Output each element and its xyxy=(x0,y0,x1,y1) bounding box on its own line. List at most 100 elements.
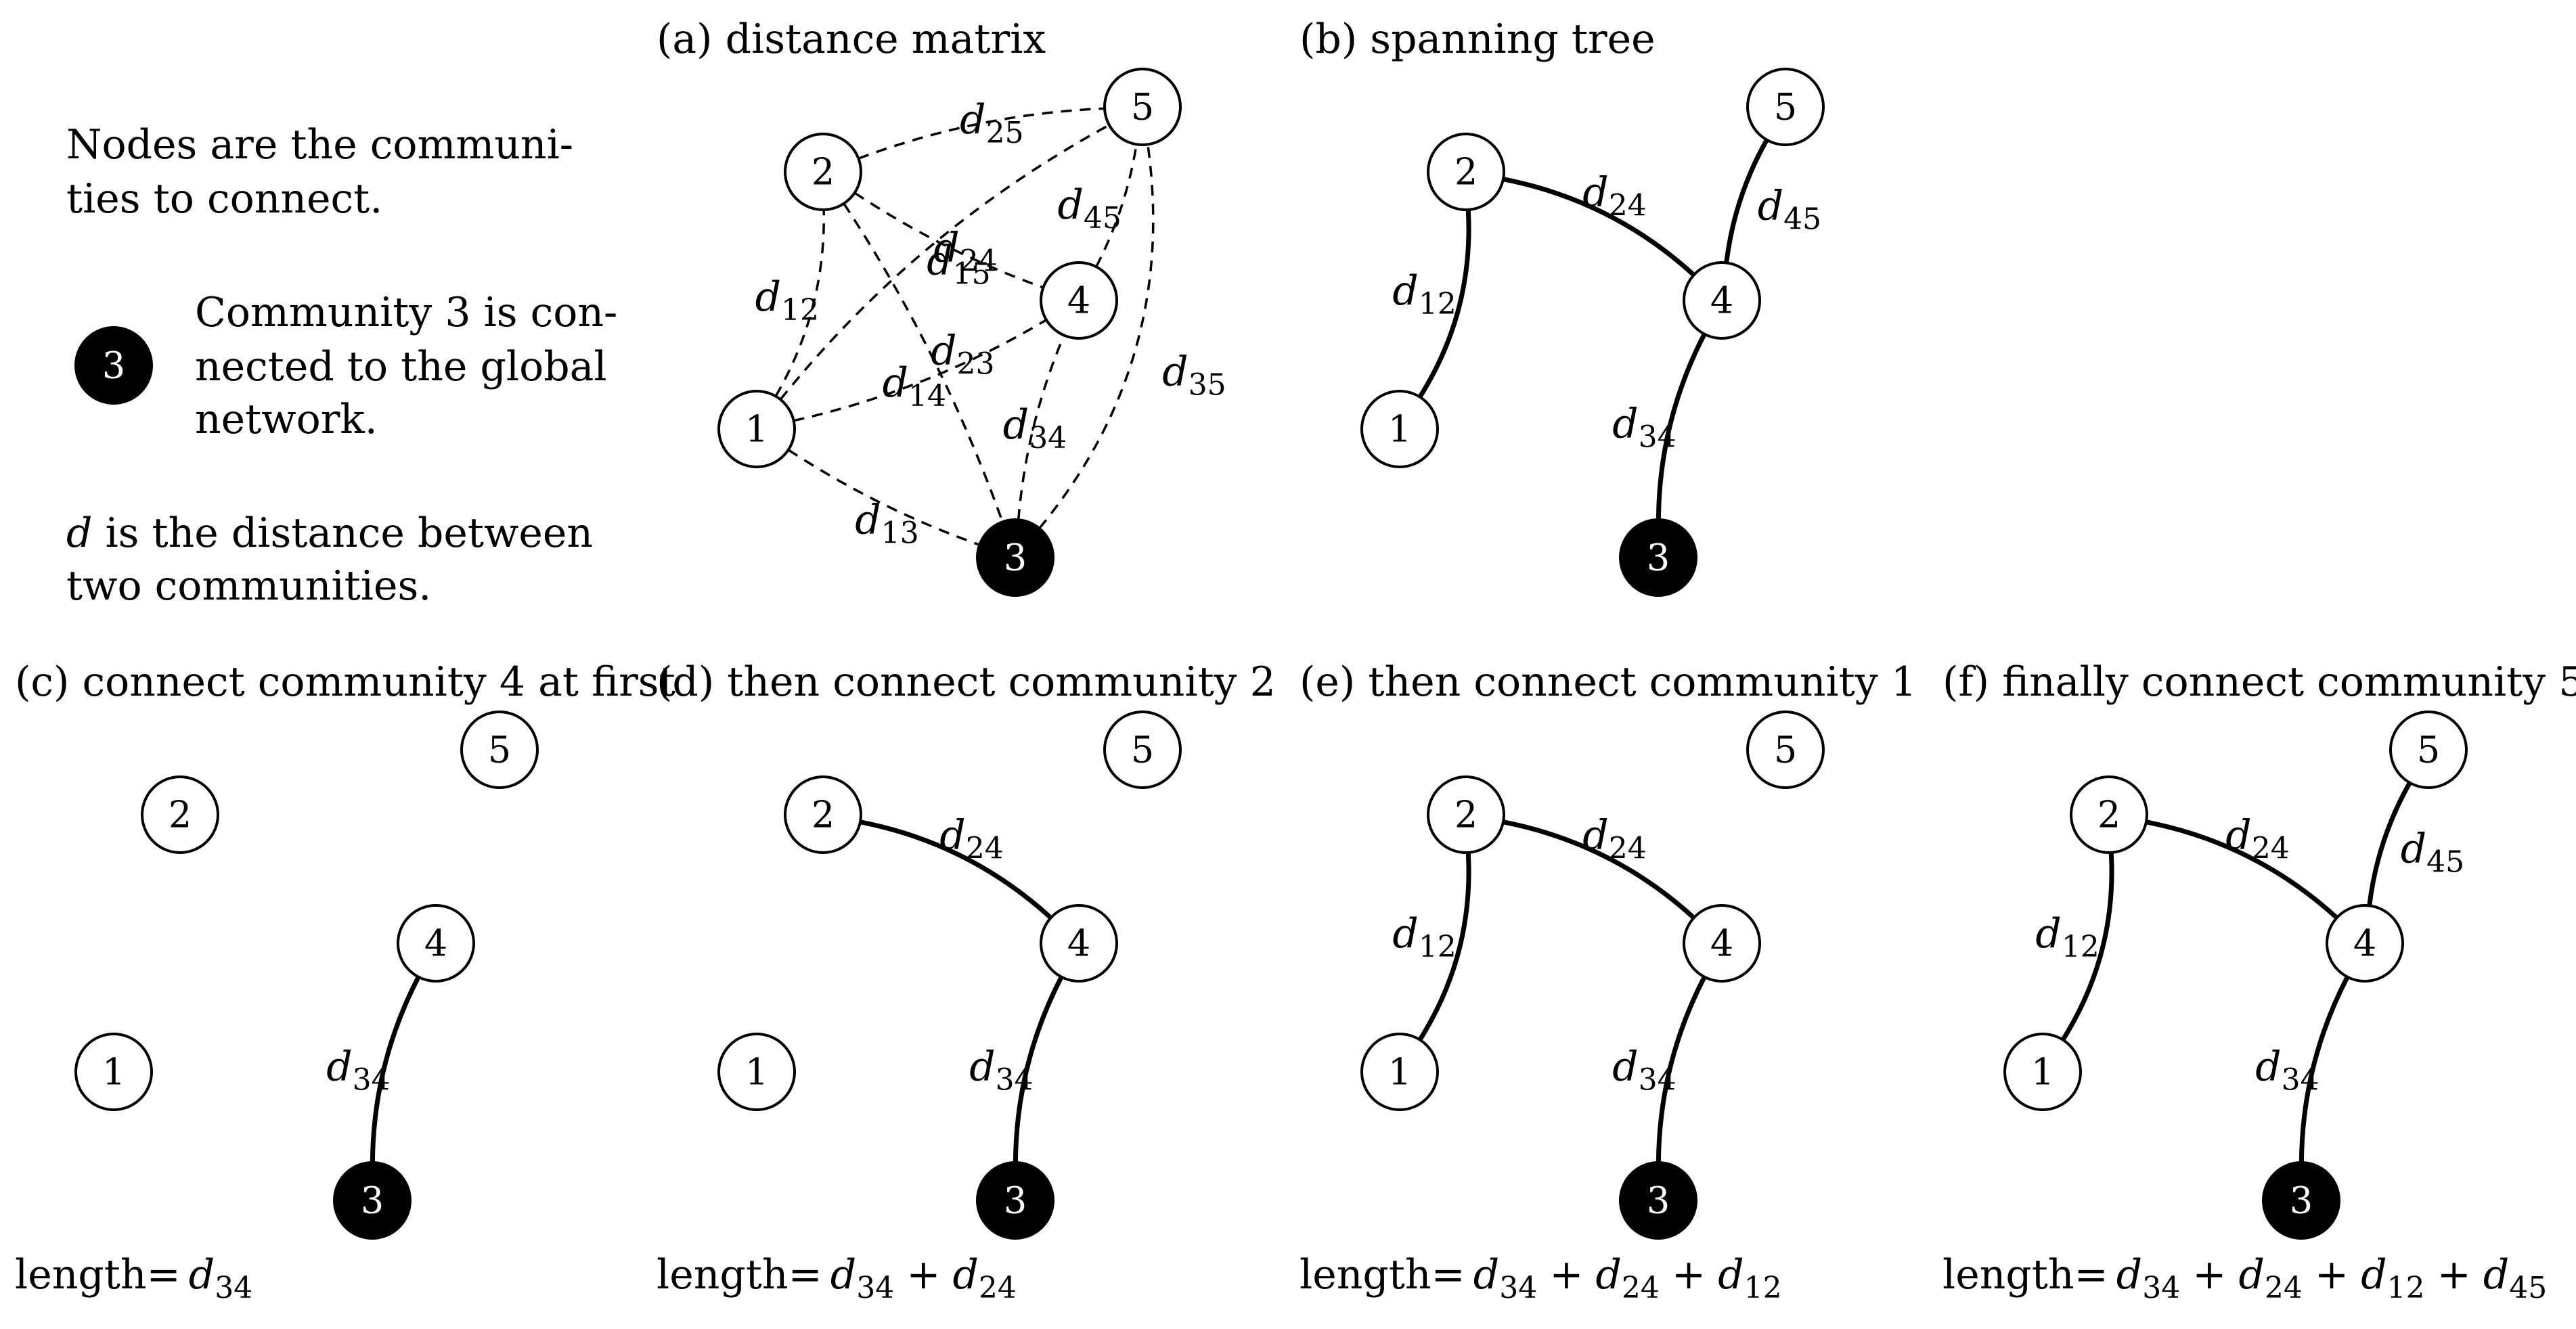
length-formula: length=d34 xyxy=(15,1251,252,1305)
node-label-5: 5 xyxy=(1131,729,1154,771)
edge-label-3-5-subscript: 35 xyxy=(1189,368,1226,403)
edge-2-5 xyxy=(858,107,1105,160)
length-term-subscript: 45 xyxy=(2509,1271,2547,1305)
length-formula: length=d34+d24+d12+d45 xyxy=(1942,1251,2547,1305)
edge-label-2-4-subscript: 24 xyxy=(1609,832,1647,866)
node-label-1: 1 xyxy=(745,408,768,451)
legend-distance-text: is the distance between xyxy=(92,510,593,557)
length-plus: + xyxy=(1549,1251,1583,1299)
length-term-subscript: 24 xyxy=(2265,1271,2303,1305)
edge-label-1-2: d12 xyxy=(1392,910,1456,964)
legend-distance-var: d xyxy=(66,510,92,557)
node-3 xyxy=(1619,518,1697,597)
edge-label-2-3-var: d xyxy=(931,327,956,374)
node-label-5: 5 xyxy=(2417,729,2440,771)
edge-1-4 xyxy=(793,319,1047,422)
edge-label-2-4-var: d xyxy=(933,224,959,271)
edge-label-4-5-subscript: 45 xyxy=(1084,201,1122,235)
length-term-var: d xyxy=(952,1251,978,1299)
edge-label-1-3: d13 xyxy=(855,496,918,550)
edge-label-4-5-var: d xyxy=(1758,182,1783,229)
node-label-2: 2 xyxy=(812,794,835,836)
edge-label-1-5-subscript: 15 xyxy=(953,257,991,292)
legend-root-line1: Community 3 is con- xyxy=(195,289,617,336)
node-label-2: 2 xyxy=(812,151,835,194)
edge-label-4-3-subscript: 34 xyxy=(353,1062,391,1097)
edge-label-2-5-subscript: 25 xyxy=(986,116,1024,150)
length-formula: length=d34+d24 xyxy=(657,1251,1017,1305)
node-1 xyxy=(717,1033,796,1111)
panel-a: (a) distance matrixd12d13d14d15d23d24d25… xyxy=(657,16,1226,597)
node-3 xyxy=(333,1161,412,1240)
edge-label-4-5-var: d xyxy=(1057,181,1083,229)
length-term-subscript: 12 xyxy=(2387,1271,2425,1305)
edge-label-4-5: d45 xyxy=(1057,181,1121,235)
length-term-var: d xyxy=(1473,1251,1499,1299)
node-4 xyxy=(1683,904,1761,983)
edge-label-1-5-var: d xyxy=(927,238,952,285)
node-1 xyxy=(2003,1033,2082,1111)
node-label-4: 4 xyxy=(1067,922,1090,965)
node-label-2: 2 xyxy=(169,794,192,836)
node-2 xyxy=(2070,775,2148,854)
edge-label-1-4: d14 xyxy=(883,359,946,413)
edge-2-4 xyxy=(1503,177,1695,277)
edge-label-1-2: d12 xyxy=(2035,910,2099,964)
edge-3-4 xyxy=(1017,334,1065,520)
edge-1-2 xyxy=(1417,852,1471,1041)
node-2 xyxy=(1427,133,1505,211)
length-term-var: d xyxy=(189,1251,215,1299)
node-label-3: 3 xyxy=(1647,537,1670,579)
edge-4-5 xyxy=(2367,782,2412,906)
edge-label-2-4-var: d xyxy=(939,812,965,859)
edge-label-2-4-subscript: 24 xyxy=(966,832,1004,866)
edge-label-4-3: d34 xyxy=(969,1043,1033,1097)
edge-label-1-2-subscript: 12 xyxy=(1419,930,1457,964)
node-3 xyxy=(976,518,1054,597)
node-label-2: 2 xyxy=(2097,794,2120,836)
edge-4-3 xyxy=(2299,976,2350,1163)
edge-label-1-2: d12 xyxy=(755,273,819,328)
panel-e: (e) then connect community 1d12d24d34123… xyxy=(1300,658,1917,1305)
edge-label-4-3-var: d xyxy=(1612,400,1638,447)
edge-label-4-3: d34 xyxy=(2255,1043,2319,1097)
node-label-2: 2 xyxy=(1454,151,1478,194)
panel-c: (c) connect community 4 at firstd3412345… xyxy=(15,658,675,1305)
node-5 xyxy=(1103,68,1182,146)
edge-label-1-4-var: d xyxy=(883,359,908,407)
edge-label-4-3-var: d xyxy=(326,1043,352,1090)
edge-4-5 xyxy=(1095,144,1138,268)
legend: Nodes are the communi- ties to connect. … xyxy=(66,121,617,610)
edge-1-2 xyxy=(1417,209,1471,399)
node-4 xyxy=(1683,261,1761,340)
edge-3-5 xyxy=(1038,144,1155,529)
edge-label-2-4-var: d xyxy=(2225,812,2251,859)
edge-label-4-3-var: d xyxy=(969,1043,995,1090)
node-label-1: 1 xyxy=(102,1051,125,1094)
edge-2-4 xyxy=(860,819,1052,920)
node-5 xyxy=(1746,68,1825,146)
edge-label-1-2-subscript: 12 xyxy=(781,293,819,328)
length-plus: + xyxy=(2437,1251,2471,1299)
length-term-subscript: 34 xyxy=(215,1271,252,1305)
node-label-4: 4 xyxy=(1067,279,1090,322)
node-label-5: 5 xyxy=(1774,86,1797,129)
edge-label-4-5: d45 xyxy=(2401,825,2464,879)
node-label-3: 3 xyxy=(2290,1179,2313,1222)
edge-label-4-3-subscript: 34 xyxy=(1639,1062,1676,1097)
panel-title: (b) spanning tree xyxy=(1300,16,1656,63)
length-label: length= xyxy=(15,1251,181,1299)
edge-label-3-5-var: d xyxy=(1162,348,1188,396)
edge-label-1-2-var: d xyxy=(1392,910,1418,958)
edge-label-4-3-subscript: 34 xyxy=(2282,1062,2319,1097)
edge-4-3 xyxy=(1656,976,1707,1163)
legend-root-line3: network. xyxy=(195,396,378,443)
node-label-5: 5 xyxy=(1774,729,1797,771)
length-plus: + xyxy=(2315,1251,2349,1299)
edge-4-3 xyxy=(1656,333,1707,520)
edge-label-2-4-subscript: 24 xyxy=(1609,189,1647,223)
node-label-4: 4 xyxy=(1710,922,1733,965)
node-label-1: 1 xyxy=(2031,1051,2054,1094)
node-label-3: 3 xyxy=(1004,1179,1027,1222)
edge-2-3 xyxy=(843,202,1004,522)
